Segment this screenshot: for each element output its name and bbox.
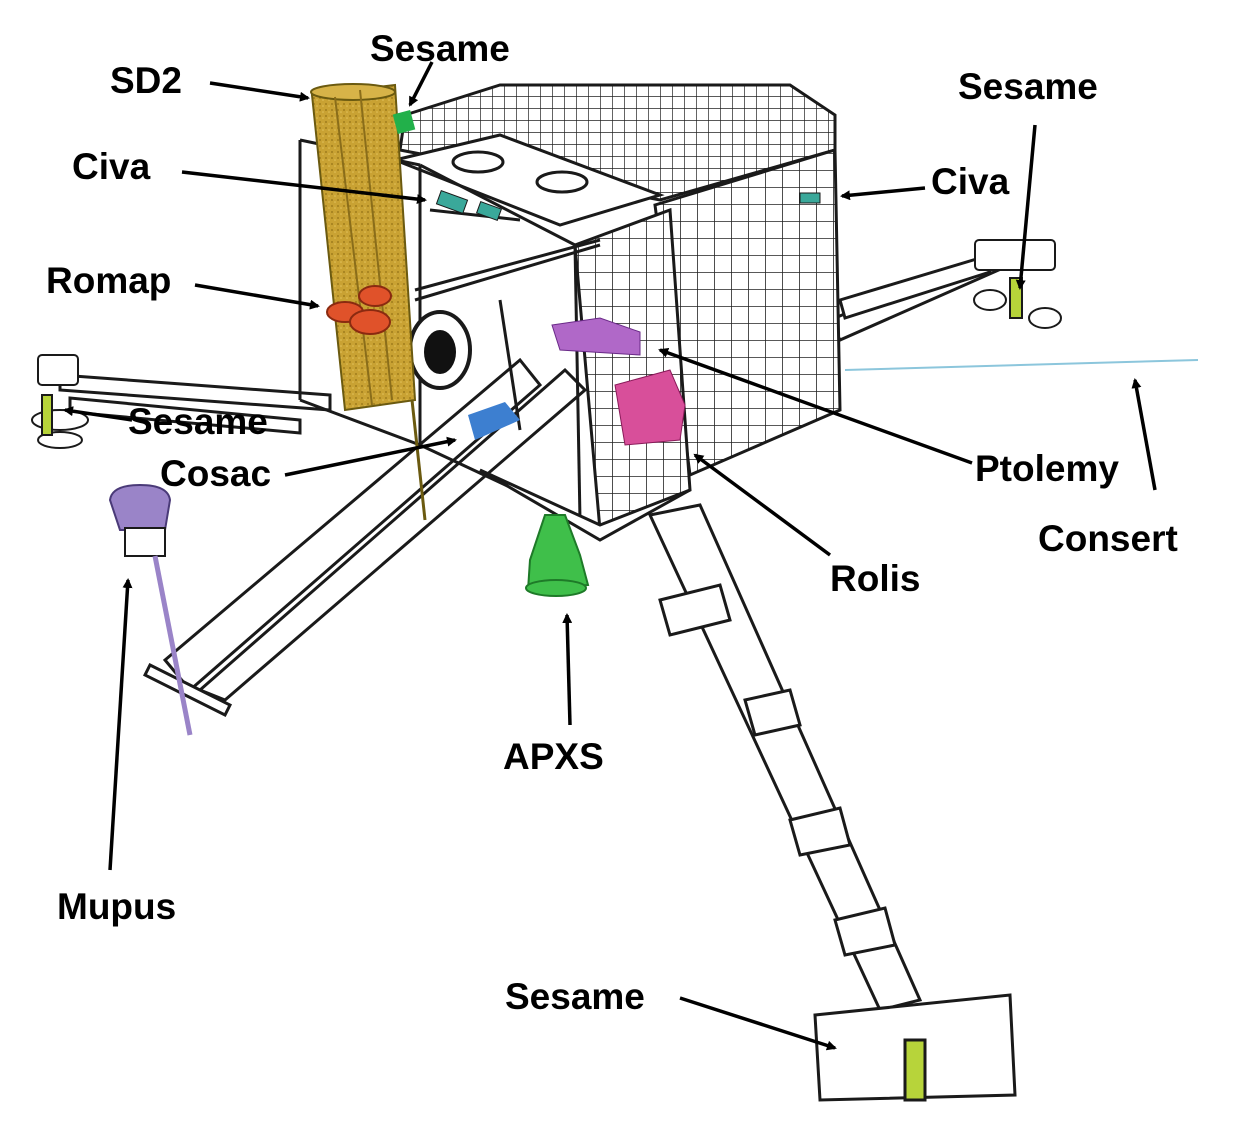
sesame-arm bbox=[647, 503, 1017, 1102]
label-rolis: Rolis bbox=[830, 558, 921, 599]
sd2-drill bbox=[310, 83, 427, 521]
left-leg bbox=[58, 373, 332, 412]
label-apxs: APXS bbox=[503, 736, 604, 777]
arrow-ptolemy bbox=[658, 348, 973, 465]
arrow-sesame-bottom bbox=[679, 996, 837, 1051]
label-cosac: Cosac bbox=[160, 453, 272, 494]
label-ptolemy: Ptolemy bbox=[975, 448, 1119, 489]
label-romap: Romap bbox=[46, 260, 172, 301]
label-sesame-top: Sesame bbox=[370, 28, 510, 69]
arrow-sesame-top bbox=[408, 61, 434, 107]
label-sesame-left: Sesame bbox=[128, 401, 268, 442]
arrow-romap bbox=[194, 283, 320, 310]
label-sd2: SD2 bbox=[110, 60, 182, 101]
arrow-sesame-left bbox=[63, 406, 133, 422]
callout-arrows bbox=[63, 61, 1157, 1051]
arrow-civa-left bbox=[181, 170, 427, 205]
label-consert: Consert bbox=[1038, 518, 1178, 559]
label-sesame-bottom: Sesame bbox=[505, 976, 645, 1017]
arrow-sd2 bbox=[209, 81, 310, 102]
apxs-instrument bbox=[525, 514, 590, 597]
civa-right-camera bbox=[799, 192, 821, 204]
consert-antenna bbox=[844, 359, 1199, 371]
arrow-cosac bbox=[284, 436, 457, 477]
right-foot bbox=[973, 239, 1062, 329]
romap-magnetometer bbox=[326, 285, 392, 335]
sesame-top-sensor bbox=[392, 110, 416, 134]
ptolemy-instrument bbox=[551, 317, 686, 446]
label-civa-left: Civa bbox=[72, 146, 151, 187]
arrow-sesame-right bbox=[1015, 124, 1037, 290]
label-mupus: Mupus bbox=[57, 886, 177, 927]
arrow-civa-right bbox=[840, 186, 926, 201]
left-foot bbox=[31, 354, 89, 449]
label-sesame-right: Sesame bbox=[958, 66, 1098, 107]
arrow-mupus bbox=[108, 578, 133, 871]
mupus-penetrator bbox=[108, 483, 193, 736]
civa-left-camera bbox=[435, 189, 503, 222]
arrow-rolis bbox=[693, 453, 832, 557]
arrow-consert bbox=[1131, 378, 1157, 491]
arrow-apxs bbox=[562, 613, 573, 726]
label-civa-right: Civa bbox=[931, 161, 1010, 202]
cosac-instrument bbox=[468, 402, 520, 440]
front-solar-panel bbox=[573, 207, 692, 533]
